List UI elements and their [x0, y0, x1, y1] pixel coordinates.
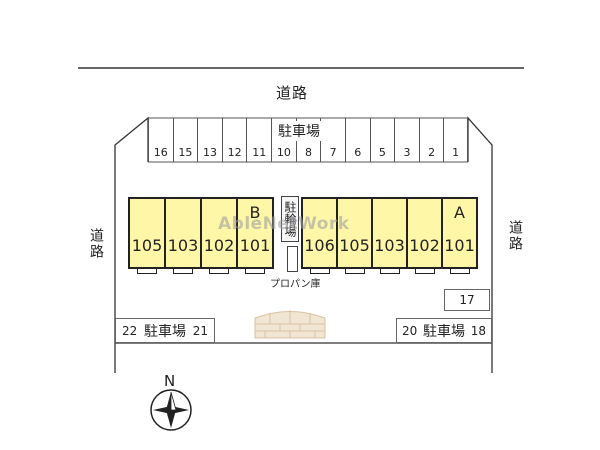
building-a-unit: A 101 [441, 197, 478, 269]
building-a-unit: 105 [336, 197, 373, 269]
top-parking-spot-number: 1 [452, 146, 460, 159]
building-b-entrance-step [245, 268, 265, 274]
building-a-entrance-step [414, 268, 435, 274]
top-parking-spot-number: 7 [329, 146, 337, 159]
top-parking-spot: 15 [172, 118, 198, 162]
compass-icon [150, 389, 192, 431]
building-a-entrance-step [449, 268, 470, 274]
top-parking-spot: 2 [418, 118, 444, 162]
top-parking-spot-number: 12 [227, 146, 242, 159]
building-b-unit-number: 101 [239, 236, 271, 255]
brick-wall-decoration [254, 310, 326, 339]
building-a-unit-number: 106 [304, 236, 335, 255]
building-b-unit-number: 102 [203, 236, 235, 255]
top-parking-spot: 11 [246, 118, 271, 162]
bottom-right-parking-label: 駐車場 [423, 323, 465, 340]
top-parking-spot: 7 [320, 118, 345, 162]
building-a-unit-number: 102 [409, 236, 440, 255]
top-parking-spot: 1 [443, 118, 468, 162]
top-parking-spot-number: 15 [178, 146, 193, 159]
building-a-letter: A [454, 203, 465, 222]
building-b-unit-number: 103 [167, 236, 199, 255]
top-parking-spot-number: 11 [252, 146, 267, 159]
top-parking-label: 駐車場 [276, 121, 322, 141]
top-parking-spot-number: 6 [354, 146, 362, 159]
top-parking-spot-number: 2 [428, 146, 436, 159]
building-a-entrance-step [379, 268, 400, 274]
top-parking-spot-number: 8 [304, 146, 312, 159]
top-parking-spot: 12 [221, 118, 247, 162]
propane-store-box [287, 246, 298, 272]
road-label-right: 道路 [507, 220, 523, 252]
top-parking-spot-number: 13 [203, 146, 218, 159]
building-b-unit: B 101 [236, 197, 274, 269]
building-b-entrance-step [137, 268, 157, 274]
building-b-unit: 105 [128, 197, 166, 269]
building-a-unit-number: 105 [339, 236, 370, 255]
building-a-unit-number: 101 [444, 236, 475, 255]
building-b-unit: 102 [200, 197, 238, 269]
bottom-left-parking: 22 駐車場 21 [115, 318, 215, 343]
top-parking-spot-number: 10 [276, 146, 291, 159]
building-a-unit: 102 [406, 197, 443, 269]
bottom-right-parking: 20 駐車場 18 [396, 318, 492, 343]
building-b-unit: 103 [164, 197, 202, 269]
top-parking-spot-number: 5 [378, 146, 386, 159]
bottom-right-parking-end: 18 [470, 323, 486, 338]
top-parking-spot: 3 [394, 118, 419, 162]
top-parking-spot-number: 3 [403, 146, 411, 159]
bottom-left-parking-label: 駐車場 [144, 323, 186, 340]
top-parking-spot: 16 [148, 118, 173, 162]
building-a-entrance-step [344, 268, 365, 274]
building-b-entrance-step [173, 268, 193, 274]
bottom-left-parking-end: 21 [192, 323, 208, 338]
bottom-right-parking-start: 20 [402, 323, 418, 338]
watermark-text: AbleNetWork [218, 214, 350, 234]
top-parking-spot: 10 [271, 118, 296, 162]
bicycle-parking: 駐輪場 [281, 196, 299, 242]
building-b-unit-number: 105 [131, 236, 163, 255]
top-parking-spot: 13 [197, 118, 222, 162]
lot-boundary-right [467, 116, 493, 373]
building-a-unit-number: 103 [374, 236, 405, 255]
parking-spot-17: 17 [444, 289, 490, 311]
top-parking-spot: 5 [369, 118, 395, 162]
compass-north-label: N [164, 372, 176, 390]
top-parking-spot-number: 16 [153, 146, 168, 159]
road-label-top: 道路 [276, 84, 309, 102]
top-parking-spot: 6 [344, 118, 370, 162]
propane-store-label: プロパン庫 [270, 279, 321, 290]
bottom-left-parking-start: 22 [122, 323, 138, 338]
building-b-letter: B [249, 203, 261, 222]
road-label-left: 道路 [88, 228, 104, 260]
building-a-unit: 103 [371, 197, 408, 269]
building-a-entrance-step [309, 268, 330, 274]
building-b-entrance-step [209, 268, 229, 274]
